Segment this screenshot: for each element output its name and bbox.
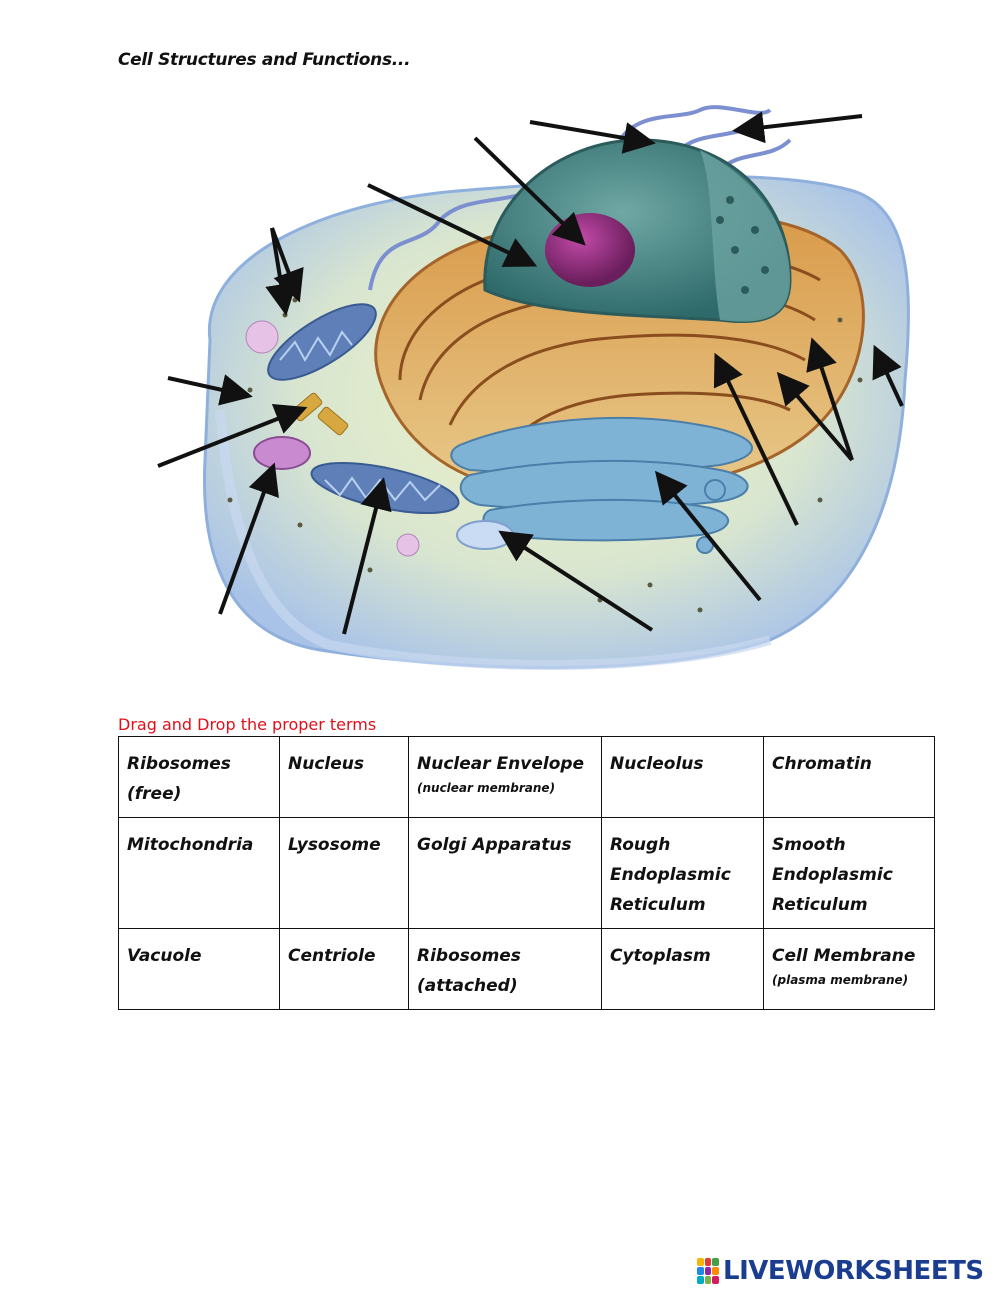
term-golgi-apparatus[interactable]: Golgi Apparatus [408,817,602,929]
table-row: Ribosomes (free) Nucleus Nuclear Envelop… [118,736,935,818]
term-subtitle: (nuclear membrane) [417,781,556,795]
arrow [732,111,863,144]
term-subtitle: (plasma membrane) [772,973,909,987]
page-title: Cell Structures and Functions... [118,50,411,70]
term-lysosome[interactable]: Lysosome [279,817,409,929]
term-chromatin[interactable]: Chromatin [763,736,935,818]
arrow [713,352,799,526]
term-nucleus[interactable]: Nucleus [279,736,409,818]
term-rough-er[interactable]: Rough Endoplasmic Reticulum [601,817,764,929]
mitochondrion-upper [267,303,377,381]
liveworksheets-logo: LIVEWORKSHEETS [697,1254,984,1288]
arrow [473,136,586,246]
table-row: Mitochondria Lysosome Golgi Apparatus Ro… [118,817,935,929]
terms-table: Ribosomes (free) Nucleus Nuclear Envelop… [118,736,935,1010]
term-cell-membrane[interactable]: Cell Membrane(plasma membrane) [763,928,935,1010]
free-ribosomes [227,297,863,613]
arrow [872,344,904,407]
vesicle [245,320,279,354]
term-nucleolus[interactable]: Nucleolus [601,736,764,818]
arrow [270,227,304,303]
term-nuclear-envelope[interactable]: Nuclear Envelope(nuclear membrane) [408,736,602,818]
lysosome [253,436,311,470]
term-cytoplasm[interactable]: Cytoplasm [601,928,764,1010]
arrow [167,374,253,406]
term-smooth-er[interactable]: Smooth Endoplasmic Reticulum [763,817,935,929]
arrow [654,470,762,602]
table-row: Vacuole Centriole Ribosomes (attached) C… [118,928,935,1010]
drag-drop-instruction: Drag and Drop the proper terms [118,715,377,734]
arrow [367,183,538,268]
term-ribosomes-attached[interactable]: Ribosomes (attached) [408,928,602,1010]
arrow [529,120,656,154]
label-arrows [157,111,904,635]
term-ribosomes-free[interactable]: Ribosomes (free) [118,736,280,818]
logo-icon [697,1258,719,1284]
arrow [218,462,279,615]
vacuole [456,520,514,550]
arrow [806,337,854,461]
term-vacuole[interactable]: Vacuole [118,928,280,1010]
animal-cell-diagram [157,105,910,670]
golgi-apparatus [450,416,753,554]
term-centriole[interactable]: Centriole [279,928,409,1010]
arrow [776,371,854,462]
vesicle [396,533,420,557]
arrow [498,530,654,632]
arrow [157,403,308,468]
arrow [342,477,392,635]
nucleolus [545,213,635,287]
nucleus [483,138,792,324]
logo-text: LIVEWORKSHEETS [723,1256,984,1286]
term-mitochondria[interactable]: Mitochondria [118,817,280,929]
